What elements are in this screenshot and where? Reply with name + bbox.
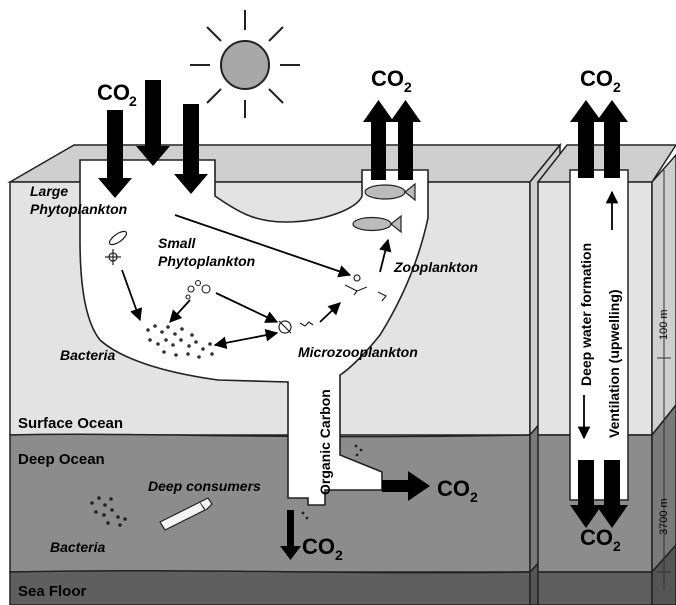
small-phytoplankton-icon	[185, 279, 211, 300]
fish-icon	[352, 182, 416, 234]
co2-label-main: CO	[371, 66, 404, 91]
deep-consumer-icon	[159, 497, 213, 531]
vent-up-arrow-1	[570, 100, 602, 178]
ventilation-label: Ventilation (upwelling)	[606, 289, 622, 438]
bacteria-deep-cluster	[90, 496, 127, 527]
vent-down-arrow-1	[570, 460, 602, 528]
arrow-small-phyto-to-bacteria	[169, 299, 191, 323]
ventilation-channel	[569, 169, 629, 501]
co2-label-sub: 2	[335, 547, 343, 563]
large-phytoplankton-icon	[105, 230, 128, 265]
co2-label-sub: 2	[613, 79, 621, 95]
arrow-large-phyto-to-bacteria	[121, 269, 143, 322]
microzooplankton-icon	[278, 320, 314, 334]
bacteria-deep-label: Bacteria	[50, 539, 105, 555]
co2-top-middle-label: CO 2	[371, 66, 412, 95]
co2-label-sub: 2	[470, 489, 478, 505]
particle-cluster-deep	[301, 444, 363, 520]
co2-top-right-label: CO 2	[580, 66, 621, 95]
small-phyto-label-line2: Phytoplankton	[158, 253, 255, 269]
co2-label-main: CO	[437, 476, 470, 501]
large-phyto-label-line1: Large	[30, 183, 68, 199]
co2-uptake-arrows	[98, 80, 208, 198]
co2-label-main: CO	[302, 534, 335, 559]
co2-down-arrow-1	[98, 110, 132, 198]
arrow-large-phyto-to-zoo	[174, 214, 352, 278]
co2-right-arrow	[382, 471, 430, 501]
organic-carbon-label: Organic Carbon	[317, 389, 333, 495]
co2-label-main: CO	[580, 66, 613, 91]
arrow-bacteria-micro	[213, 328, 279, 350]
co2-down-arrow-3	[174, 104, 208, 194]
surface-ocean-label: Surface Ocean	[18, 415, 123, 432]
sea-floor-label: Sea Floor	[18, 583, 87, 600]
microzooplankton-label: Microzooplankton	[298, 344, 418, 360]
co2-label-main: CO	[97, 80, 130, 105]
deep-ocean-layer	[9, 433, 531, 573]
co2-down-arrow-2	[136, 80, 170, 166]
co2-label-sub: 2	[129, 93, 137, 109]
food-web-arrows	[121, 190, 619, 440]
deep-consumers-label: Deep consumers	[148, 478, 261, 494]
depth-3700-label: 3700 m	[658, 498, 670, 535]
co2-bottom-center-label: CO 2	[302, 534, 343, 563]
co2-middle-right-label: CO 2	[437, 476, 478, 505]
vent-up-arrow-2	[596, 100, 628, 178]
depth-100-label: 100 m	[658, 309, 670, 340]
right-column-block	[536, 144, 676, 605]
arrow-zoo-to-fish	[379, 238, 392, 273]
deep-water-formation-label: Deep water formation	[578, 243, 594, 386]
sea-floor-layer	[9, 569, 531, 605]
zooplankton-label: Zooplankton	[393, 259, 478, 275]
large-phyto-label-line2: Phytoplankton	[30, 201, 127, 217]
zooplankton-icon	[344, 274, 387, 302]
co2-up-arrow-1	[363, 100, 394, 180]
sun-icon	[190, 10, 300, 118]
bacteria-surface-label: Bacteria	[60, 347, 115, 363]
ventilation-arrows	[570, 100, 628, 528]
co2-up-arrow-2	[390, 100, 421, 180]
co2-label-sub: 2	[613, 538, 621, 554]
arrow-small-phyto-to-micro	[215, 292, 279, 323]
co2-label-sub: 2	[404, 79, 412, 95]
co2-bottom-right-label: CO 2	[580, 525, 621, 554]
co2-outgassing-arrows	[363, 100, 421, 180]
co2-label-main: CO	[580, 525, 613, 550]
vent-down-arrow-2	[596, 460, 628, 528]
arrow-micro-to-zoo	[319, 302, 341, 323]
small-phyto-label-line1: Small	[158, 235, 196, 251]
co2-top-left-label: CO 2	[97, 80, 137, 109]
right-floor-layer	[537, 571, 653, 605]
deep-ocean-label: Deep Ocean	[18, 451, 105, 468]
co2-deep-down-arrow	[280, 510, 301, 560]
bacteria-surface-cluster	[146, 324, 214, 359]
